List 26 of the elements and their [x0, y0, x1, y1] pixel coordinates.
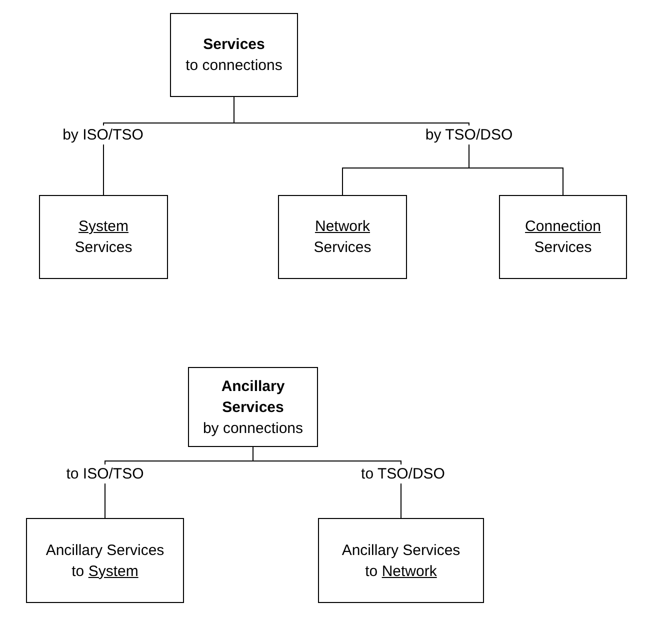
- node-text: Ancillary Services: [46, 540, 164, 560]
- node-text: Services: [74, 238, 132, 258]
- node-text: Ancillary Services: [220, 376, 286, 418]
- node-text: Connection: [525, 217, 601, 237]
- node-text: System: [78, 217, 128, 237]
- node-text: Services: [203, 35, 265, 55]
- org-box: [499, 195, 627, 279]
- node-text: by connections: [202, 418, 304, 438]
- node-text: Services: [534, 238, 592, 258]
- edge-label: to ISO/TSO: [64, 464, 146, 484]
- node-text: Ancillary Services: [342, 540, 460, 560]
- connector-line: [252, 446, 402, 518]
- org-box: [278, 195, 407, 279]
- org-box: [170, 13, 298, 97]
- org-box: [318, 518, 484, 603]
- edge-label: to TSO/DSO: [359, 464, 447, 484]
- node-text: Network: [314, 217, 370, 237]
- node-text: to System: [72, 562, 138, 582]
- org-box: [188, 367, 318, 447]
- org-box: [26, 518, 184, 603]
- node-text: to connections: [186, 56, 282, 76]
- edge-label: by TSO/DSO: [423, 126, 515, 144]
- node-text: to Network: [365, 562, 437, 582]
- edge-label: by ISO/TSO: [60, 126, 146, 144]
- node-text: Services: [314, 238, 372, 258]
- org-box: [39, 195, 168, 279]
